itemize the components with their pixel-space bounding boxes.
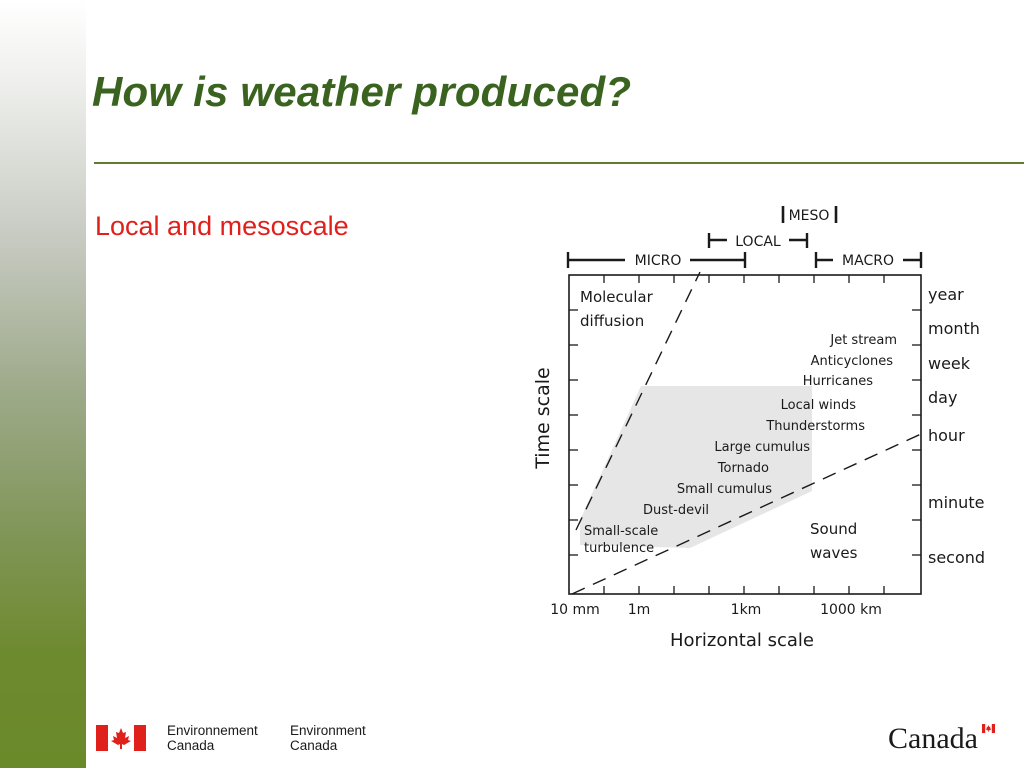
- label-diffusion: diffusion: [580, 312, 644, 330]
- time-label-week: week: [928, 354, 971, 373]
- label-thunderstorms: Thunderstorms: [765, 419, 865, 434]
- department-name-french: Environnement Canada: [167, 723, 258, 753]
- plot-frame: [568, 274, 922, 595]
- time-label-second: second: [928, 548, 985, 567]
- canada-wordmark: Canada: [888, 722, 978, 755]
- label-large-cumulus: Large cumulus: [714, 440, 810, 455]
- label-local-winds: Local winds: [781, 398, 857, 413]
- time-label-hour: hour: [928, 426, 965, 445]
- wordmark-flag-icon: [982, 724, 995, 733]
- dashed-line-lower: [571, 433, 922, 595]
- label-tornado: Tornado: [717, 461, 769, 476]
- label-small-cumulus: Small cumulus: [677, 482, 772, 497]
- bullet-text: Local and mesoscale: [95, 211, 349, 241]
- time-label-day: day: [928, 388, 957, 407]
- label-small-scale: Small-scale: [584, 524, 658, 539]
- label-jet-stream: Jet stream: [829, 333, 897, 348]
- slide-title: How is weather produced?: [92, 68, 632, 115]
- x-tick-label-1000km: 1000 km: [820, 602, 882, 618]
- meso-label: MESO: [789, 208, 830, 224]
- left-tick-marks: [569, 309, 578, 556]
- side-gradient-bar: [0, 0, 86, 768]
- title-divider: [94, 162, 1024, 164]
- x-tick-label-10mm: 10 mm: [550, 602, 600, 618]
- label-turbulence: turbulence: [584, 541, 654, 556]
- macro-bracket: [814, 252, 923, 268]
- label-molecular: Molecular: [580, 288, 654, 306]
- x-tick-label-1m: 1m: [628, 602, 651, 618]
- label-sound: Sound: [810, 520, 857, 538]
- local-bracket: [707, 233, 809, 248]
- right-tick-marks: [912, 309, 921, 556]
- time-label-minute: minute: [928, 493, 984, 512]
- canada-flag-icon: [96, 725, 146, 751]
- x-axis-title: Horizontal scale: [670, 630, 814, 651]
- department-name-english: Environment Canada: [290, 723, 366, 753]
- time-label-month: month: [928, 319, 980, 338]
- meso-bracket: [781, 206, 838, 223]
- x-tick-label-1km: 1km: [731, 602, 762, 618]
- dept-fr-line1: Environnement: [167, 723, 258, 738]
- micro-bracket: [566, 252, 747, 268]
- label-waves: waves: [810, 544, 858, 562]
- bottom-tick-marks: [603, 586, 885, 594]
- dept-en-line1: Environment: [290, 723, 366, 738]
- time-label-year: year: [928, 285, 964, 304]
- dept-fr-line2: Canada: [167, 738, 215, 753]
- scale-diagram: MESO LOCAL MICRO MACRO year month week d…: [532, 206, 985, 651]
- top-tick-marks: [603, 275, 885, 283]
- y-axis-title: Time scale: [532, 367, 554, 470]
- micro-label: MICRO: [635, 253, 682, 269]
- shaded-region: [580, 386, 812, 548]
- local-label: LOCAL: [735, 234, 781, 250]
- dept-en-line2: Canada: [290, 738, 338, 753]
- dashed-line-upper: [575, 271, 701, 531]
- label-dust-devil: Dust-devil: [643, 503, 709, 518]
- macro-label: MACRO: [842, 253, 894, 269]
- label-hurricanes: Hurricanes: [803, 374, 873, 389]
- label-anticyclones: Anticyclones: [811, 354, 894, 369]
